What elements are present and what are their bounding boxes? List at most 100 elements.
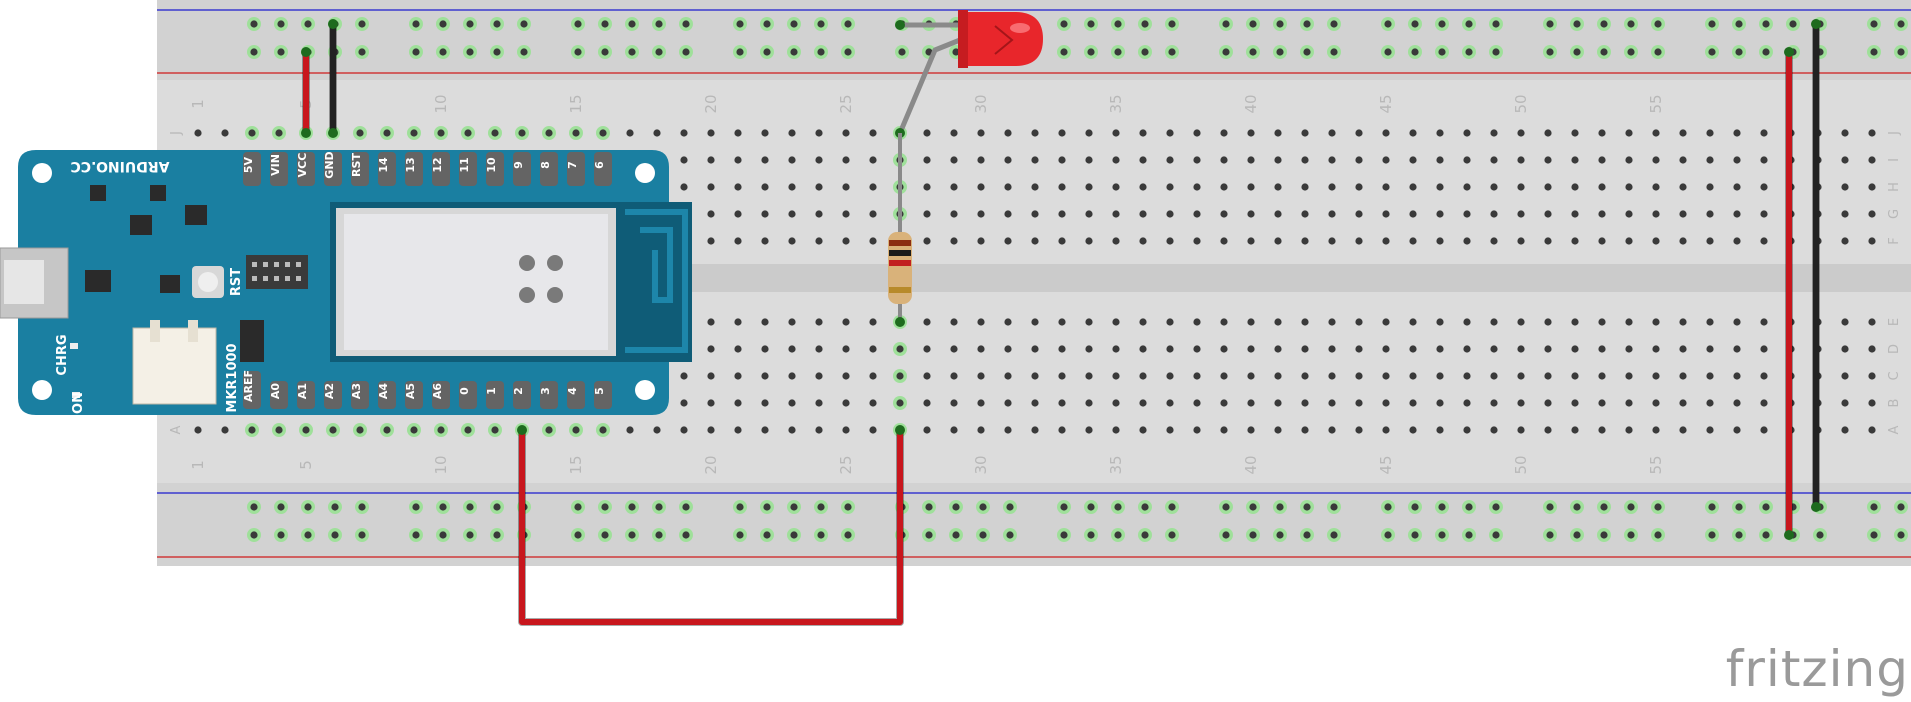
hole (790, 531, 798, 539)
power-rail-bridge-wire-end (1784, 530, 1794, 540)
hole (1004, 345, 1012, 353)
hole (1247, 237, 1255, 245)
hole (950, 183, 958, 191)
hole (1598, 399, 1606, 407)
pin-label-bg (324, 381, 342, 409)
hole (761, 210, 769, 218)
hole (1625, 318, 1633, 326)
hole (275, 129, 283, 137)
hole (1870, 503, 1878, 511)
hole (1274, 129, 1282, 137)
hole (1004, 426, 1012, 434)
hole (923, 399, 931, 407)
hole (1706, 210, 1714, 218)
hole (898, 48, 906, 56)
hole (1303, 20, 1311, 28)
hole (815, 372, 823, 380)
column-number: 50 (1512, 455, 1530, 474)
hole (950, 237, 958, 245)
hole (1598, 237, 1606, 245)
hole (358, 503, 366, 511)
hole (1274, 237, 1282, 245)
wires-back (301, 19, 338, 138)
hole (1706, 426, 1714, 434)
header-pin (274, 262, 279, 267)
hole (1166, 129, 1174, 137)
hole (1465, 503, 1473, 511)
hole (734, 156, 742, 164)
hole (1706, 129, 1714, 137)
hole (950, 129, 958, 137)
hole (1625, 426, 1633, 434)
hole (1276, 20, 1284, 28)
hole (1897, 48, 1905, 56)
hole (599, 426, 607, 434)
hole (1382, 210, 1390, 218)
hole (842, 129, 850, 137)
hole (1330, 503, 1338, 511)
hole (763, 48, 771, 56)
hole (1166, 399, 1174, 407)
hole (952, 531, 960, 539)
hole (1220, 318, 1228, 326)
hole (1247, 156, 1255, 164)
hole (815, 156, 823, 164)
hole (1303, 531, 1311, 539)
hole (1598, 129, 1606, 137)
pin-label-bg (432, 381, 450, 409)
column-number: 40 (1242, 455, 1260, 474)
hole (1436, 210, 1444, 218)
hole (493, 20, 501, 28)
hole (655, 531, 663, 539)
hole (1382, 183, 1390, 191)
smd-chip (240, 320, 264, 362)
hole (1220, 372, 1228, 380)
bottom-pin-label: A0 (269, 383, 282, 400)
hole (842, 183, 850, 191)
hole (1004, 183, 1012, 191)
column-number: 30 (972, 455, 990, 474)
hole (1276, 503, 1284, 511)
hole (1087, 48, 1095, 56)
hole (1897, 503, 1905, 511)
hole (1058, 129, 1066, 137)
hole (1463, 210, 1471, 218)
hole (923, 345, 931, 353)
pin-label-bg (513, 381, 531, 409)
hole (1328, 237, 1336, 245)
hole (1706, 156, 1714, 164)
hole (1193, 399, 1201, 407)
hole (1384, 48, 1392, 56)
hole (1409, 210, 1417, 218)
hole (979, 531, 987, 539)
hole (1114, 20, 1122, 28)
hole (1247, 372, 1255, 380)
hole (1355, 129, 1363, 137)
hole (1517, 129, 1525, 137)
hole (1031, 183, 1039, 191)
hole (574, 48, 582, 56)
hole (1841, 156, 1849, 164)
hole (1409, 156, 1417, 164)
hole (250, 503, 258, 511)
hole (707, 318, 715, 326)
hole (1274, 318, 1282, 326)
hole (977, 129, 985, 137)
pin-label-bg (405, 152, 423, 186)
hole (1004, 318, 1012, 326)
hole (1247, 129, 1255, 137)
pin-label-bg (486, 381, 504, 409)
vcc-wire-end (301, 128, 311, 138)
hole (277, 48, 285, 56)
column-number: 1 (189, 99, 207, 109)
hole (1490, 210, 1498, 218)
hole (412, 48, 420, 56)
hole (950, 210, 958, 218)
smd-chip (130, 215, 152, 235)
bottom-pin-label: 2 (512, 387, 525, 395)
hole (1706, 183, 1714, 191)
column-number: 25 (837, 455, 855, 474)
hole (1166, 372, 1174, 380)
hole (977, 156, 985, 164)
